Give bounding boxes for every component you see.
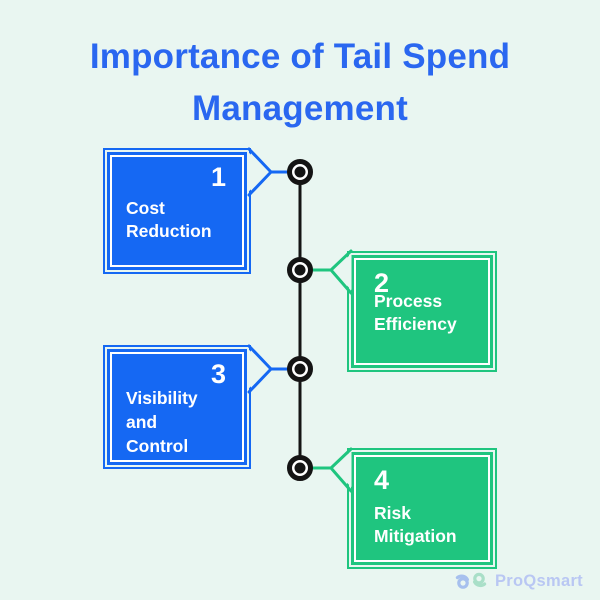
page-title-line-1: Importance of Tail Spend [89,37,511,76]
pointer-notch-mask-1 [248,152,271,192]
page-title: Importance of Tail Spend Management [0,31,600,135]
step-number-4: 4 [374,465,390,495]
timeline-node-3 [287,356,313,382]
proqsmart-logo-icon [455,572,487,589]
step-label-2-line-2: Efficiency [374,314,457,334]
pointer-notch-mask-3 [248,349,271,389]
step-label-3-line-1: Visibility [126,388,198,408]
step-number-3: 3 [210,359,226,389]
step-label-1-line-2: Reduction [126,221,212,241]
timeline-node-4 [287,455,313,481]
brand-footer: ProQsmart [454,569,594,593]
step-number-1: 1 [210,162,226,192]
step-label-1-line-1: Cost [126,198,165,218]
logo-swirl-left-icon [455,574,469,589]
step-label-4: Risk Mitigation [374,502,488,548]
step-label-2: Process Efficiency [374,290,457,336]
step-label-4-line-1: Risk Mitigation [374,503,457,546]
step-label-2-line-1: Process [374,291,443,311]
step-card-2: 2 Process Efficiency [354,258,490,365]
page-title-line-2: Management [192,89,408,128]
step-number-2: 2 [374,268,390,298]
timeline-node-2 [287,257,313,283]
step-card-1: 1 Cost Reduction [110,155,244,267]
pointer-notch-mask-4 [331,451,352,487]
pointer-notch-mask-2 [331,254,352,290]
logo-swirl-right-icon [473,572,487,588]
step-card-4: 4 Risk Mitigation [354,455,490,562]
step-label-3: Visibility and Control [126,386,198,458]
timeline-node-1 [287,159,313,185]
step-card-3: 3 Visibility and Control [110,352,244,462]
brand-name: ProQsmart [495,571,583,590]
step-label-3-line-3: Control [126,436,189,456]
step-label-3-line-2: and [126,412,158,432]
step-label-1: Cost Reduction [126,197,212,243]
